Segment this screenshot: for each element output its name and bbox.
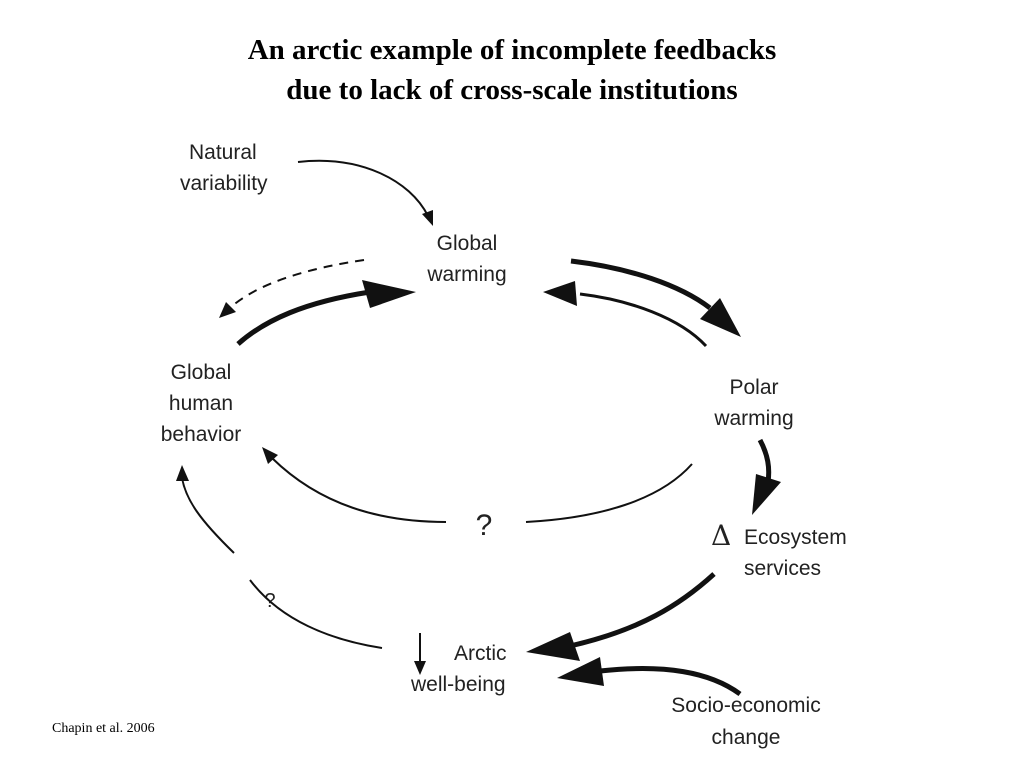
arrow-polar-to-global-warming xyxy=(543,281,708,348)
question-mark-center: ? xyxy=(476,509,493,542)
node-global-human-behavior: Global human behavior xyxy=(161,361,242,446)
node-label-line: warming xyxy=(713,407,793,430)
arrow-arctic-to-human-unknown xyxy=(176,465,383,649)
node-label-line: warming xyxy=(426,263,506,286)
arrow-socio-to-arctic xyxy=(557,657,742,697)
node-label-line: behavior xyxy=(161,423,242,446)
node-label-line: Socio-economic xyxy=(671,694,820,717)
node-natural-variability: Natural variability xyxy=(180,141,268,195)
arrow-polar-to-human-unknown xyxy=(262,447,693,523)
node-label-line: Polar xyxy=(729,376,778,399)
node-label-line: change xyxy=(712,726,781,749)
node-ecosystem-services: Δ Ecosystem services xyxy=(711,519,847,580)
node-label-line: variability xyxy=(180,172,268,195)
arrow-human-behavior-to-global-warming xyxy=(236,280,416,346)
citation: Chapin et al. 2006 xyxy=(52,721,155,736)
node-label-line: Global xyxy=(171,361,232,384)
node-label-line: well-being xyxy=(410,673,506,696)
slide-title: An arctic example of incomplete feedback… xyxy=(0,30,1024,110)
down-arrow-icon xyxy=(414,633,426,675)
delta-symbol: Δ xyxy=(711,519,731,552)
node-global-warming: Global warming xyxy=(426,232,506,286)
node-arctic-well-being: Arctic well-being xyxy=(410,642,507,696)
arrow-polar-to-ecosystem xyxy=(752,438,781,515)
node-label-line: Global xyxy=(437,232,498,255)
node-label-line: Natural xyxy=(189,141,257,164)
arrow-dashed-global-to-human xyxy=(219,259,365,318)
arrow-global-to-polar-warming xyxy=(570,258,741,337)
node-label-line: Arctic xyxy=(454,642,507,665)
node-socio-economic-change: Socio-economic change xyxy=(671,694,820,749)
node-label-line: human xyxy=(169,392,233,415)
title-line-1: An arctic example of incomplete feedback… xyxy=(247,34,777,66)
arrow-natural-to-global-warming xyxy=(297,159,433,226)
node-label-line: Ecosystem xyxy=(744,526,847,549)
arrow-ecosystem-to-arctic xyxy=(526,572,716,661)
node-polar-warming: Polar warming xyxy=(713,376,793,430)
title-line-2: due to lack of cross-scale institutions xyxy=(286,74,738,106)
node-label-line: services xyxy=(744,557,821,580)
